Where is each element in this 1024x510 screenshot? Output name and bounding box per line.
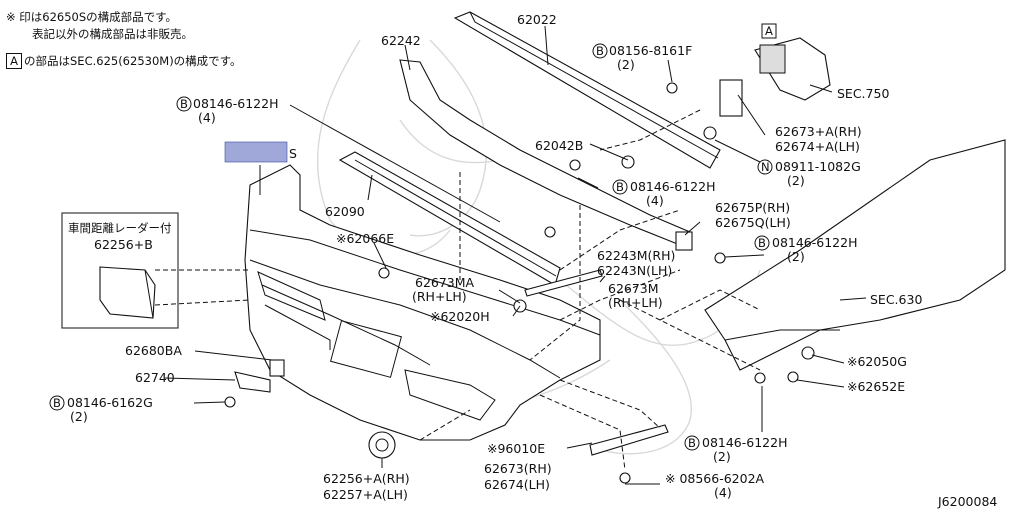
- label-62257a-lh: 62257+A(LH): [323, 487, 408, 502]
- fasteners: [224, 82, 815, 484]
- label-62673ma-side: (RH+LH): [412, 289, 467, 304]
- label-62740: 62740: [135, 370, 175, 385]
- note-box-letter: A: [6, 53, 22, 69]
- radar-inset-box: 車間距離レーダー付 62256+B: [61, 212, 179, 329]
- note-line-2: 表記以外の構成部品は非販売。: [32, 27, 193, 41]
- absorber-62090: [338, 151, 561, 286]
- note-line-3-text: の部品はSEC.625(62530M)の構成です。: [24, 54, 242, 68]
- fog-lamp-part: [368, 431, 396, 459]
- label-08146-6122h-right: 08146-6122H: [772, 235, 858, 250]
- svg-text:B: B: [616, 180, 624, 194]
- bracket-sec750: [719, 37, 831, 117]
- fender-sec630: [704, 139, 1006, 371]
- label-62673a-rh: 62673+A(RH): [775, 124, 862, 139]
- qty-08911: (2): [787, 173, 805, 188]
- label-62050g: ※62050G: [847, 354, 907, 369]
- svg-text:N: N: [761, 160, 770, 174]
- svg-text:B: B: [688, 436, 696, 450]
- qty-08146-left: (2): [70, 409, 88, 424]
- svg-text:B: B: [180, 97, 188, 111]
- callout-labels: 62022 62242 B 08156-8161F (2) A SEC.750 …: [49, 12, 997, 509]
- label-62022: 62022: [517, 12, 557, 27]
- lower-bracket-62673: [589, 424, 669, 456]
- svg-text:S: S: [289, 146, 297, 161]
- label-62042b: 62042B: [535, 138, 583, 153]
- label-62673m-side: (RH+LH): [608, 295, 663, 310]
- label-62652e: ※62652E: [847, 379, 905, 394]
- label-96010e: ※96010E: [487, 441, 545, 456]
- qty-08146-right: (2): [787, 249, 805, 264]
- label-62680ba: 62680BA: [125, 343, 182, 358]
- label-08156-8161f: 08156-8161F: [609, 43, 692, 58]
- qty-08146-bottom: (2): [713, 449, 731, 464]
- catalog-code: J6200084: [937, 494, 997, 509]
- leader-lines: [154, 25, 867, 485]
- label-62674-lh: 62674(LH): [484, 477, 550, 492]
- label-62243n: 62243N(LH): [597, 263, 672, 278]
- strip-62673ma: [524, 269, 603, 297]
- highlight-marker: [224, 141, 288, 163]
- label-62242: 62242: [381, 33, 421, 48]
- svg-text:B: B: [596, 44, 604, 58]
- qty-08156: (2): [617, 57, 635, 72]
- label-62066e: ※62066E: [336, 231, 394, 246]
- label-62675q: 62675Q(LH): [715, 215, 791, 230]
- label-08146-6122h-mid: 08146-6122H: [630, 179, 716, 194]
- label-62673m: 62673M: [608, 281, 659, 296]
- note-line-1: ※ 印は62650Sの構成部品です。: [6, 10, 178, 24]
- label-62243m: 62243M(RH): [597, 248, 675, 263]
- qty-08566: (4): [714, 485, 732, 500]
- label-62673ma: 62673MA: [415, 275, 475, 290]
- inset-part-number: 62256+B: [94, 237, 153, 252]
- label-08911-1082g: 08911-1082G: [775, 159, 861, 174]
- label-62673-rh: 62673(RH): [484, 461, 552, 476]
- label-sec630: SEC.630: [870, 292, 922, 307]
- reinforcement-62022: [453, 11, 721, 169]
- label-08146-6122h-top: 08146-6122H: [193, 96, 279, 111]
- label-sec750: SEC.750: [837, 86, 889, 101]
- license-plate-area: [330, 320, 402, 378]
- right-fog-opening: [404, 369, 496, 421]
- label-08146-6122h-bottom: 08146-6122H: [702, 435, 788, 450]
- label-62674a-lh: 62674+A(LH): [775, 139, 860, 154]
- label-62675p: 62675P(RH): [715, 200, 790, 215]
- left-grille: [257, 271, 326, 321]
- svg-text:B: B: [53, 396, 61, 410]
- qty-08146-mid: (4): [646, 193, 664, 208]
- label-08566-6202a: ※ 08566-6202A: [665, 471, 765, 486]
- label-a-box: A: [765, 24, 773, 38]
- bolt-symbol: [592, 43, 608, 59]
- label-62020h: ※62020H: [430, 309, 490, 324]
- qty-08146-top: (4): [198, 110, 216, 125]
- label-62090: 62090: [325, 204, 365, 219]
- svg-text:B: B: [758, 236, 766, 250]
- bumper-fascia: [244, 164, 601, 441]
- inset-title: 車間距離レーダー付: [68, 221, 172, 235]
- radar-cover-part: [99, 266, 156, 319]
- label-62256a-rh: 62256+A(RH): [323, 471, 410, 486]
- label-08146-6162g: 08146-6162G: [67, 395, 153, 410]
